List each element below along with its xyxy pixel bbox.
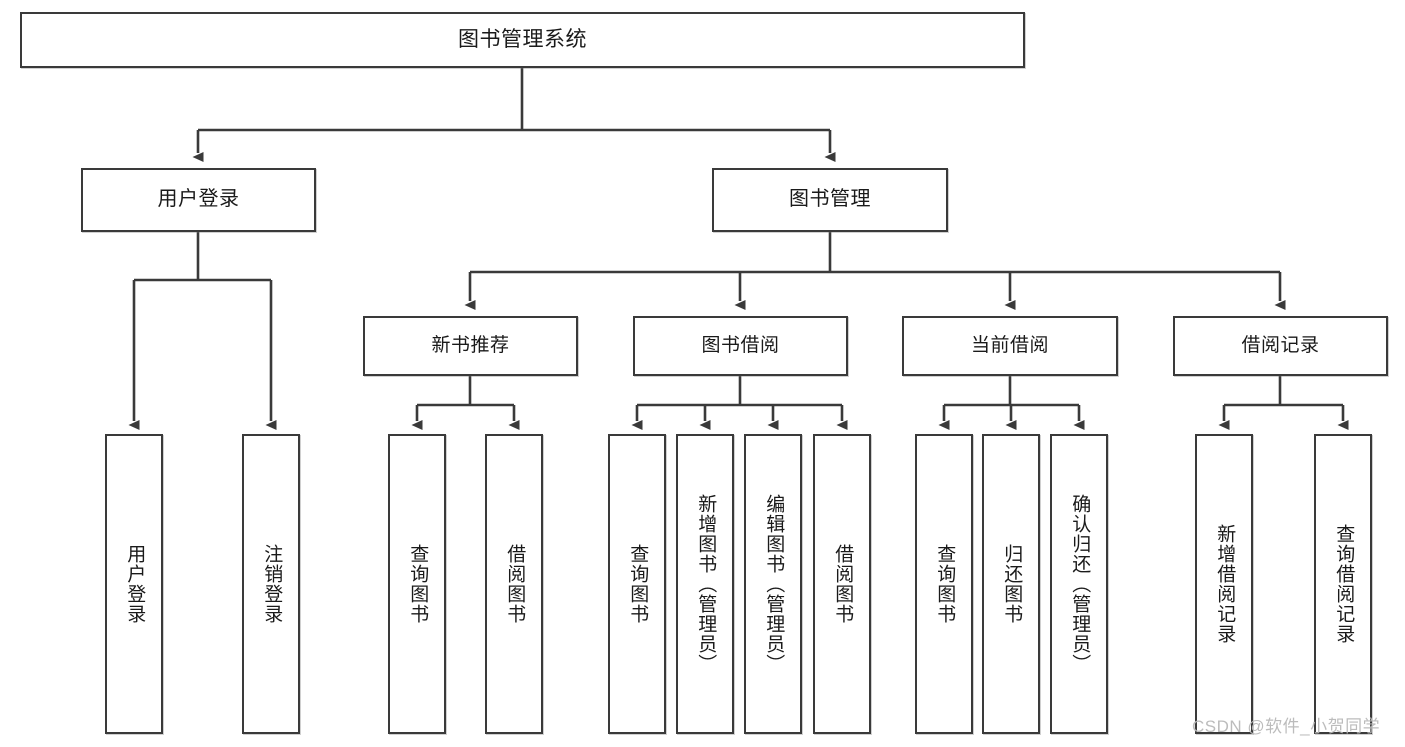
node-root-system-label: 图书管理系统 xyxy=(458,27,587,51)
node-leaf-query-book-3[interactable]: 查询图书 xyxy=(915,434,973,734)
edge-group-borrow-record xyxy=(1218,376,1349,430)
node-leaf-borrow-book-1-label: 借阅图书 xyxy=(504,544,526,624)
edge-group-new-book-recommend xyxy=(411,376,520,430)
edge-group-current-borrow xyxy=(938,376,1085,430)
node-current-borrow-label: 当前借阅 xyxy=(970,334,1049,356)
node-leaf-query-book-2-label: 查询图书 xyxy=(627,544,649,624)
edge-group-user-login xyxy=(128,232,277,430)
node-borrow-record[interactable]: 借阅记录 xyxy=(1173,316,1388,376)
node-leaf-query-book-3-label: 查询图书 xyxy=(934,544,956,624)
node-leaf-logout-login[interactable]: 注销登录 xyxy=(242,434,300,734)
csdn-watermark: CSDN @软件_小贺同学 xyxy=(1192,717,1381,736)
node-leaf-user-login-label: 用户登录 xyxy=(124,544,146,624)
edge-group-book-borrow xyxy=(631,376,848,430)
node-leaf-query-record[interactable]: 查询借阅记录 xyxy=(1314,434,1372,734)
node-leaf-confirm-return[interactable]: 确认归还（管理员） xyxy=(1050,434,1108,734)
node-leaf-borrow-book-2[interactable]: 借阅图书 xyxy=(813,434,871,734)
node-leaf-query-book-1[interactable]: 查询图书 xyxy=(388,434,446,734)
node-user-login[interactable]: 用户登录 xyxy=(81,168,316,232)
node-new-book-recommend-label: 新书推荐 xyxy=(431,334,510,356)
edge-group-root xyxy=(192,68,836,162)
node-new-book-recommend[interactable]: 新书推荐 xyxy=(363,316,578,376)
node-leaf-return-book-label: 归还图书 xyxy=(1001,544,1023,624)
node-leaf-add-record[interactable]: 新增借阅记录 xyxy=(1195,434,1253,734)
node-leaf-logout-login-label: 注销登录 xyxy=(261,544,283,624)
node-borrow-record-label: 借阅记录 xyxy=(1241,334,1320,356)
node-leaf-add-record-label: 新增借阅记录 xyxy=(1214,524,1236,644)
node-leaf-edit-book-label: 编辑图书（管理员） xyxy=(763,494,785,674)
node-current-borrow[interactable]: 当前借阅 xyxy=(902,316,1118,376)
node-leaf-user-login[interactable]: 用户登录 xyxy=(105,434,163,734)
node-leaf-edit-book[interactable]: 编辑图书（管理员） xyxy=(744,434,802,734)
node-user-login-label: 用户登录 xyxy=(157,188,240,211)
node-leaf-borrow-book-1[interactable]: 借阅图书 xyxy=(485,434,543,734)
node-leaf-add-book-label: 新增图书（管理员） xyxy=(695,494,717,674)
node-leaf-query-book-2[interactable]: 查询图书 xyxy=(608,434,666,734)
node-book-manage-label: 图书管理 xyxy=(789,188,871,211)
node-root-system[interactable]: 图书管理系统 xyxy=(20,12,1025,68)
node-leaf-query-record-label: 查询借阅记录 xyxy=(1333,524,1355,644)
node-book-borrow[interactable]: 图书借阅 xyxy=(633,316,848,376)
node-leaf-add-book[interactable]: 新增图书（管理员） xyxy=(676,434,734,734)
node-book-manage[interactable]: 图书管理 xyxy=(712,168,948,232)
node-leaf-return-book[interactable]: 归还图书 xyxy=(982,434,1040,734)
node-leaf-confirm-return-label: 确认归还（管理员） xyxy=(1069,494,1091,674)
edge-group-book-manage xyxy=(464,232,1286,310)
node-leaf-query-book-1-label: 查询图书 xyxy=(407,544,429,624)
node-leaf-borrow-book-2-label: 借阅图书 xyxy=(832,544,854,624)
node-book-borrow-label: 图书借阅 xyxy=(701,334,780,356)
